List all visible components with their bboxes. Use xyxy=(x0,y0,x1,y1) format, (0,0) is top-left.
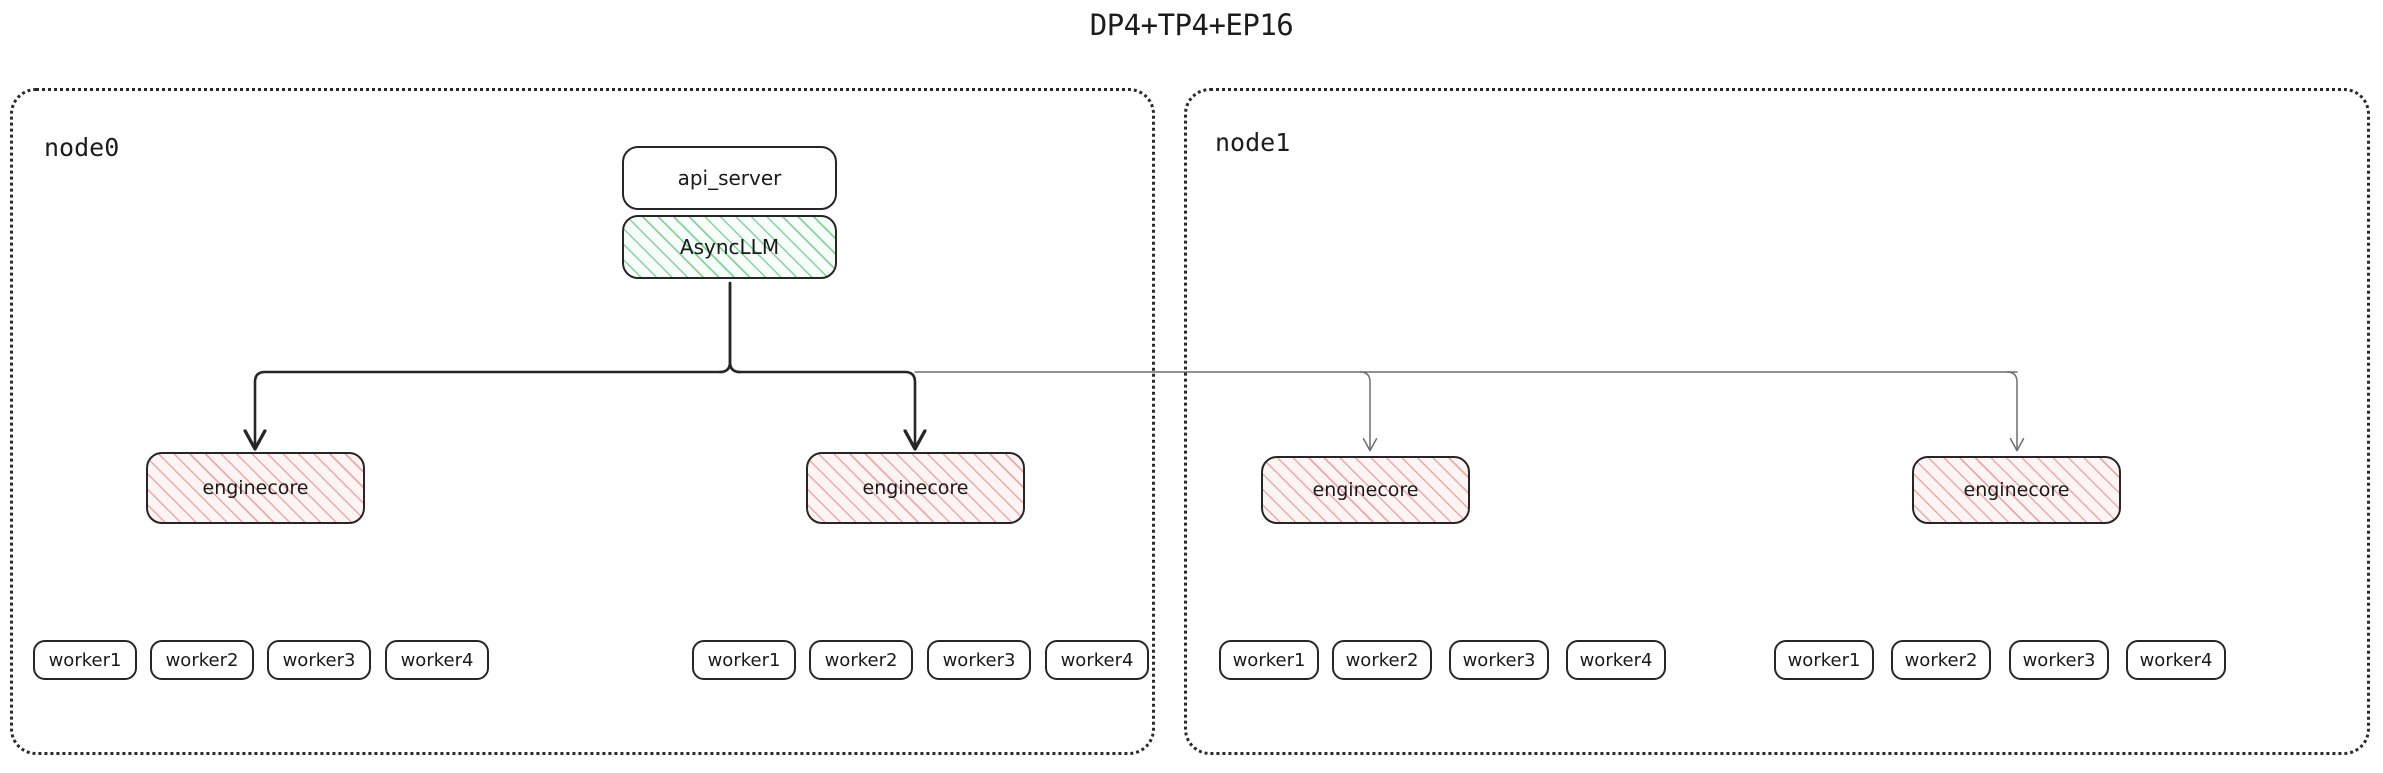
worker-box-node0-engine1-worker2[interactable]: worker2 xyxy=(809,640,913,680)
worker-box-node1-engine1-worker1[interactable]: worker1 xyxy=(1774,640,1874,680)
worker-box-node0-engine0-worker4[interactable]: worker4 xyxy=(385,640,489,680)
worker-box-node1-engine1-worker3[interactable]: worker3 xyxy=(2009,640,2109,680)
worker-box-node0-engine0-worker2[interactable]: worker2 xyxy=(150,640,254,680)
worker-label: worker1 xyxy=(707,649,781,671)
service-box-api-server[interactable]: api_server xyxy=(622,146,837,210)
node-label-node1: node1 xyxy=(1215,128,1291,157)
worker-box-node0-engine0-worker3[interactable]: worker3 xyxy=(267,640,371,680)
worker-label: worker4 xyxy=(400,649,474,671)
node-label-node0: node0 xyxy=(44,133,120,162)
worker-label: worker4 xyxy=(1060,649,1134,671)
worker-box-node0-engine1-worker4[interactable]: worker4 xyxy=(1045,640,1149,680)
node-container-node1 xyxy=(1184,88,2370,755)
worker-label: worker1 xyxy=(1232,649,1306,671)
worker-label: worker2 xyxy=(1345,649,1419,671)
engine-box-node1-engine1[interactable]: enginecore xyxy=(1912,456,2121,524)
engine-box-node1-engine0[interactable]: enginecore xyxy=(1261,456,1470,524)
worker-label: worker2 xyxy=(165,649,239,671)
worker-box-node1-engine0-worker2[interactable]: worker2 xyxy=(1332,640,1432,680)
worker-label: worker1 xyxy=(48,649,122,671)
worker-label: worker2 xyxy=(824,649,898,671)
engine-label-node0-engine0: enginecore xyxy=(202,477,309,499)
worker-label: worker3 xyxy=(2022,649,2096,671)
worker-label: worker3 xyxy=(1462,649,1536,671)
worker-label: worker2 xyxy=(1904,649,1978,671)
node-container-node0 xyxy=(10,88,1155,755)
worker-box-node1-engine0-worker1[interactable]: worker1 xyxy=(1219,640,1319,680)
engine-box-node0-engine1[interactable]: enginecore xyxy=(806,452,1025,524)
worker-label: worker4 xyxy=(2139,649,2213,671)
worker-box-node1-engine1-worker2[interactable]: worker2 xyxy=(1891,640,1991,680)
worker-label: worker4 xyxy=(1579,649,1653,671)
engine-label-node1-engine0: enginecore xyxy=(1312,479,1419,501)
service-box-async-llm[interactable]: AsyncLLM xyxy=(622,215,837,279)
worker-label: worker3 xyxy=(282,649,356,671)
worker-box-node0-engine1-worker1[interactable]: worker1 xyxy=(692,640,796,680)
engine-label-node1-engine1: enginecore xyxy=(1963,479,2070,501)
worker-box-node1-engine0-worker3[interactable]: worker3 xyxy=(1449,640,1549,680)
worker-box-node0-engine1-worker3[interactable]: worker3 xyxy=(927,640,1031,680)
worker-box-node1-engine0-worker4[interactable]: worker4 xyxy=(1566,640,1666,680)
engine-label-node0-engine1: enginecore xyxy=(862,477,969,499)
worker-label: worker1 xyxy=(1787,649,1861,671)
service-label-async-llm: AsyncLLM xyxy=(679,235,780,259)
page-title: DP4+TP4+EP16 xyxy=(1089,8,1294,42)
engine-box-node0-engine0[interactable]: enginecore xyxy=(146,452,365,524)
worker-box-node1-engine1-worker4[interactable]: worker4 xyxy=(2126,640,2226,680)
service-label-api-server: api_server xyxy=(677,166,782,190)
worker-label: worker3 xyxy=(942,649,1016,671)
worker-box-node0-engine0-worker1[interactable]: worker1 xyxy=(33,640,137,680)
